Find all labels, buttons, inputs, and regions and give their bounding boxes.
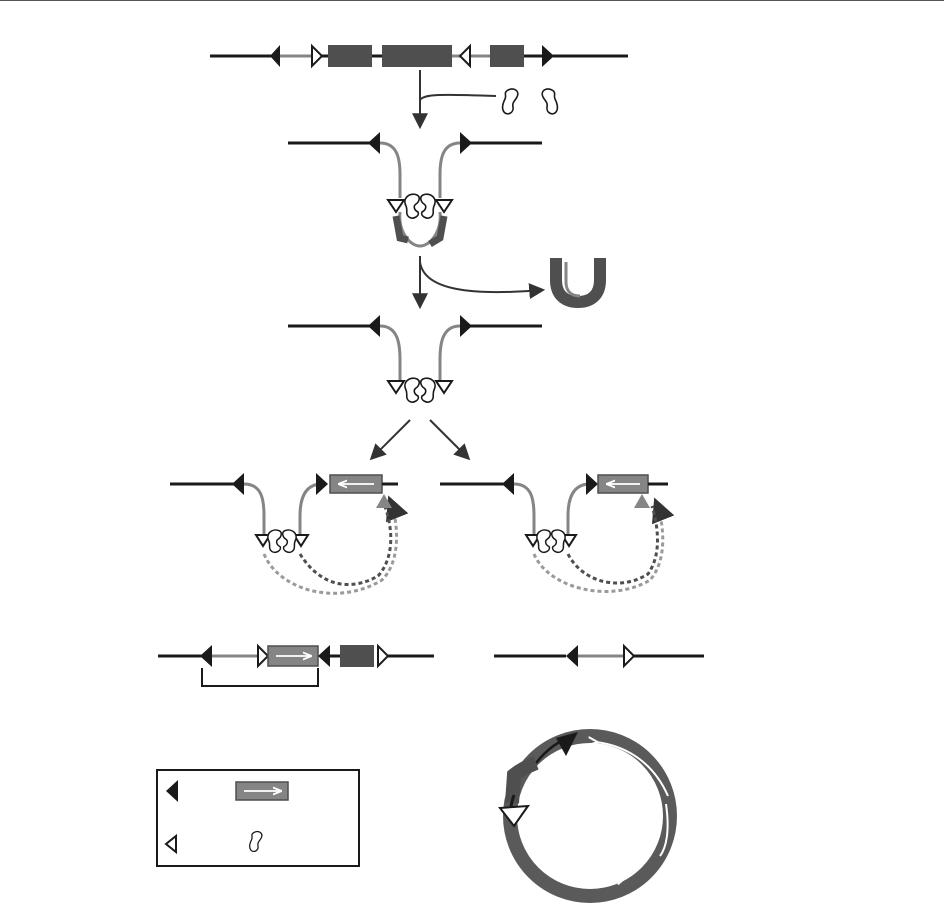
recombinase-dimer-icon xyxy=(405,194,435,218)
open-site-icon xyxy=(258,646,268,666)
filled-site-icon xyxy=(368,315,380,337)
legend xyxy=(157,770,359,866)
product-right xyxy=(494,645,704,667)
integration-pathway-left xyxy=(170,473,398,593)
filled-site-icon xyxy=(316,473,328,495)
excised-fragment xyxy=(556,258,600,302)
synapsis xyxy=(288,315,542,402)
open-site-icon xyxy=(624,646,634,666)
open-site-icon xyxy=(460,46,470,66)
initial-construct xyxy=(210,45,628,67)
recombinase-dimer-icon xyxy=(537,530,565,552)
filled-site-icon xyxy=(368,132,380,154)
filled-site-icon xyxy=(460,315,472,337)
recombinase-dimer-icon xyxy=(268,530,296,552)
filled-site-icon xyxy=(200,645,212,667)
filled-site-icon xyxy=(542,45,554,67)
recombinase-dimer-icon xyxy=(405,378,435,402)
open-site-icon xyxy=(436,381,452,393)
excision-arrow xyxy=(420,256,600,306)
open-site-icon xyxy=(312,46,322,66)
binding-arrow xyxy=(420,70,558,126)
gene-block xyxy=(328,45,372,67)
open-site-icon xyxy=(436,200,452,212)
filled-site-icon xyxy=(232,473,244,495)
bracket xyxy=(202,668,318,686)
filled-site-icon xyxy=(586,473,598,495)
split-arrows xyxy=(372,420,468,458)
gene-block xyxy=(490,45,524,67)
recombinase-icon xyxy=(502,89,517,114)
filled-site-icon xyxy=(566,645,578,667)
product-left xyxy=(158,645,434,686)
gene-block xyxy=(340,645,374,667)
gene-block xyxy=(382,45,452,67)
integration-pathway-right xyxy=(440,473,668,591)
filled-site-icon xyxy=(502,473,514,495)
filled-site-icon xyxy=(318,645,330,667)
open-site-icon xyxy=(388,381,404,393)
filled-site-icon xyxy=(270,45,280,67)
open-site-icon xyxy=(378,646,388,666)
filled-site-icon xyxy=(460,132,472,154)
recombinase-icon xyxy=(542,89,557,114)
open-site-icon xyxy=(388,200,404,212)
circular-donor xyxy=(500,732,670,896)
recombinase-binding xyxy=(288,132,542,246)
filled-site-icon xyxy=(634,494,650,508)
